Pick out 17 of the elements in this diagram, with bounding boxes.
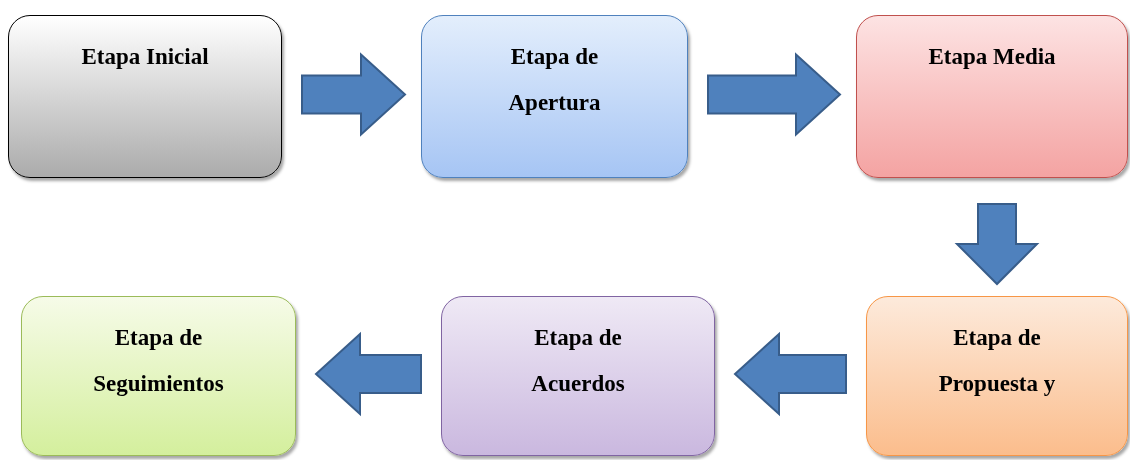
stage-box <box>441 296 715 456</box>
stage-title: Etapa Media <box>928 43 1056 71</box>
stage-title: Etapa de Seguimientos <box>92 324 225 398</box>
block-arrow <box>733 331 847 417</box>
block-arrow <box>301 52 407 137</box>
stage-title: Etapa de Acuerdos <box>530 324 626 398</box>
block-arrow <box>707 52 842 137</box>
block-arrow <box>314 331 422 417</box>
stage-title: Etapa Inicial <box>81 43 209 71</box>
stage-box <box>421 15 688 178</box>
stage-box <box>8 15 282 178</box>
stage-title: Etapa de Apertura <box>507 43 602 117</box>
block-arrow <box>954 203 1040 286</box>
stage-box <box>866 296 1128 456</box>
stage-box <box>21 296 296 456</box>
stage-box <box>856 15 1128 178</box>
stage-title: Etapa de Propuesta y <box>937 324 1057 398</box>
